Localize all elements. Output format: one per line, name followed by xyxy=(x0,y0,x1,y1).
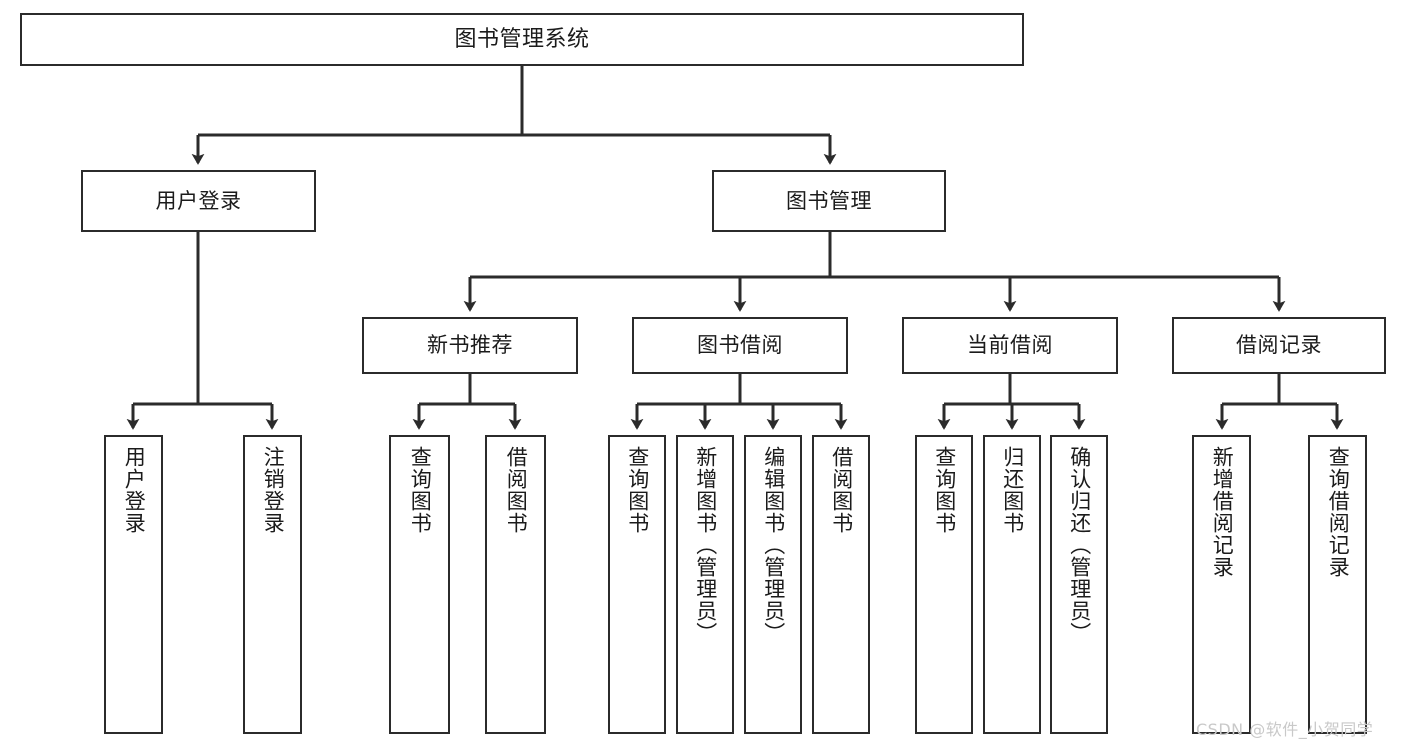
node-label: 借阅图书 xyxy=(504,446,529,534)
node-book-management[interactable]: 图书管理 xyxy=(712,170,946,232)
leaf-confirm-return-admin[interactable]: 确认归还（管理员） xyxy=(1050,435,1108,734)
leaf-query-borrow-record[interactable]: 查询借阅记录 xyxy=(1308,435,1367,734)
node-label: 图书管理 xyxy=(786,188,872,213)
node-label: 当前借阅 xyxy=(967,333,1053,358)
leaf-add-book-admin[interactable]: 新增图书（管理员） xyxy=(676,435,734,734)
node-label: 确认归还（管理员） xyxy=(1067,446,1092,644)
node-label: 用户登录 xyxy=(155,188,242,213)
node-user-login[interactable]: 用户登录 xyxy=(81,170,316,232)
leaf-borrow-book-recommend[interactable]: 借阅图书 xyxy=(485,435,546,734)
leaf-query-book-recommend[interactable]: 查询图书 xyxy=(389,435,450,734)
leaf-borrow-book[interactable]: 借阅图书 xyxy=(812,435,870,734)
node-current-borrow[interactable]: 当前借阅 xyxy=(902,317,1118,374)
node-label: 新书推荐 xyxy=(427,333,513,358)
node-label: 图书借阅 xyxy=(697,333,783,358)
node-label: 借阅记录 xyxy=(1236,333,1322,358)
node-label: 新增借阅记录 xyxy=(1210,446,1235,578)
leaf-query-book-current[interactable]: 查询图书 xyxy=(915,435,973,734)
leaf-return-book[interactable]: 归还图书 xyxy=(983,435,1041,734)
node-label: 用户登录 xyxy=(122,446,147,534)
node-label: 查询图书 xyxy=(625,446,650,534)
leaf-user-logout[interactable]: 注销登录 xyxy=(243,435,302,734)
node-label: 编辑图书（管理员） xyxy=(761,446,786,644)
node-root-system[interactable]: 图书管理系统 xyxy=(20,13,1024,66)
leaf-query-book-borrow[interactable]: 查询图书 xyxy=(608,435,666,734)
node-label: 注销登录 xyxy=(261,446,286,534)
node-label: 图书管理系统 xyxy=(454,26,590,52)
node-borrow-record[interactable]: 借阅记录 xyxy=(1172,317,1386,374)
node-label: 借阅图书 xyxy=(829,446,854,534)
node-new-book-recommend[interactable]: 新书推荐 xyxy=(362,317,578,374)
node-label: 查询图书 xyxy=(932,446,957,534)
node-label: 新增图书（管理员） xyxy=(693,446,718,644)
node-label: 查询图书 xyxy=(408,446,433,534)
leaf-user-login[interactable]: 用户登录 xyxy=(104,435,163,734)
csdn-watermark: CSDN @软件_小贺同学 xyxy=(1196,720,1374,739)
leaf-edit-book-admin[interactable]: 编辑图书（管理员） xyxy=(744,435,802,734)
leaf-add-borrow-record[interactable]: 新增借阅记录 xyxy=(1192,435,1251,734)
node-label: 查询借阅记录 xyxy=(1326,446,1351,578)
node-book-borrow[interactable]: 图书借阅 xyxy=(632,317,848,374)
node-label: 归还图书 xyxy=(1000,446,1025,534)
